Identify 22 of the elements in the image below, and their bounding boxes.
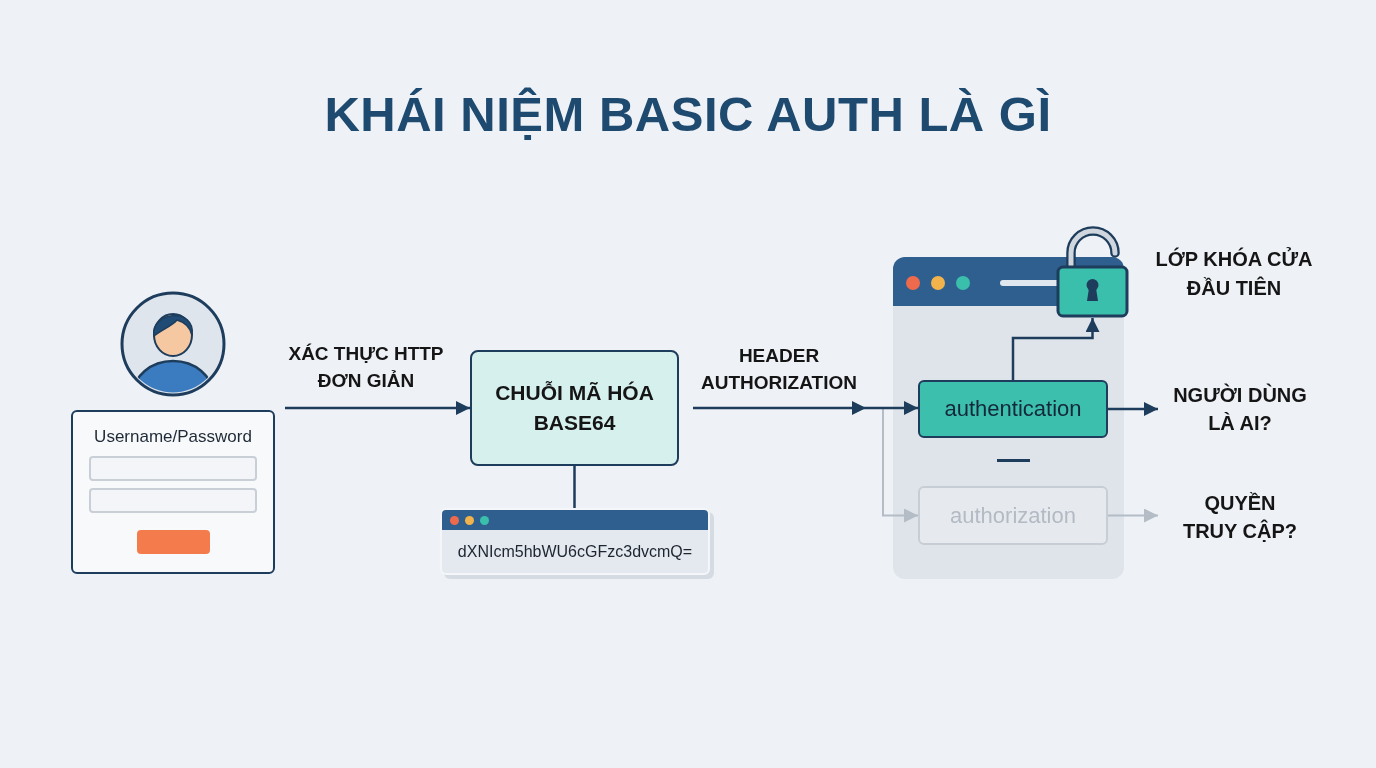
process-box (918, 380, 1108, 438)
question-label: QUYỀN TRUY CẬP? (1181, 491, 1299, 544)
connector-line (573, 466, 576, 508)
padlock-icon (1056, 226, 1129, 318)
arrow (1011, 318, 1100, 380)
question-label: NGƯỜI DÙNG LÀ AI? (1172, 382, 1308, 436)
arrow (1108, 402, 1158, 416)
browser-window (893, 257, 1124, 579)
edge-label: HEADER AUTHORIZATION (700, 344, 858, 395)
node-label: authentication (944, 395, 1082, 423)
node-label: CHUỖI MÃ HÓA BASE64 (494, 380, 655, 436)
login-form (71, 410, 275, 574)
arrow (285, 401, 470, 415)
edge-label: XÁC THỰC HTTP ĐƠN GIẢN (287, 342, 445, 393)
arrow (1107, 508, 1159, 523)
form-label: Username/Password (94, 426, 252, 448)
title: KHÁI NIỆM BASIC AUTH LÀ GÌ (324, 86, 1052, 143)
process-box (470, 350, 679, 466)
inactive-process-box (918, 486, 1108, 545)
arrow (693, 401, 918, 415)
encoded-string: dXNIcm5hbWU6cGFzc3dvcmQ= (457, 541, 693, 562)
caption-label: LỚP KHÓA CỬA ĐẦU TIÊN (1154, 246, 1314, 301)
